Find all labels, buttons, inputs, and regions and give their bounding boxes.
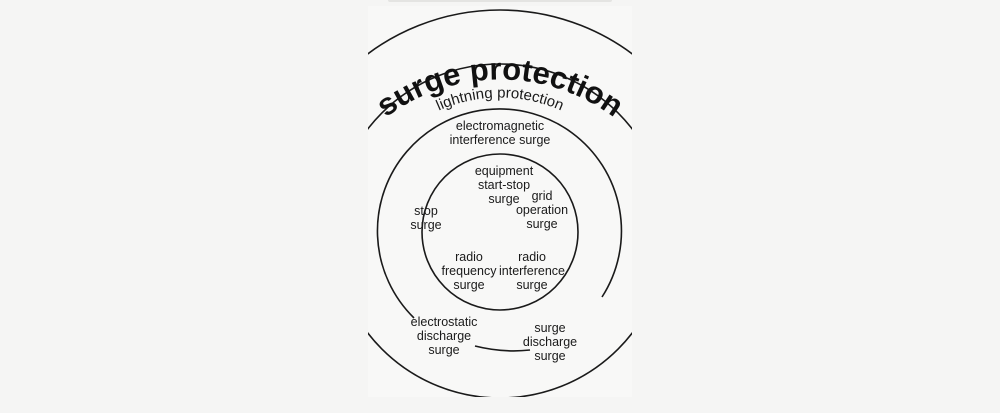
emi-ring-bottom-segment (474, 345, 531, 352)
concentric-rings: surge protection lightning protection (368, 9, 632, 397)
lightning-ring (368, 63, 632, 397)
outer-ring (368, 9, 632, 55)
diagram-card: surge protection lightning protection el… (368, 6, 632, 397)
emi-ring (376, 108, 623, 319)
radio-frequency-label: radio frequency surge (441, 250, 497, 292)
surge-discharge-label: surge discharge surge (522, 321, 578, 363)
grid-operation-label: grid operation surge (515, 189, 569, 231)
stop-surge-label: stop surge (410, 204, 442, 232)
radio-interference-label: radio interference surge (498, 250, 566, 292)
top-edge-bar (388, 0, 612, 2)
equipment-start-stop-label: equipment start-stop surge (474, 164, 534, 206)
emi-surge-label: electromagnetic interference surge (449, 119, 551, 147)
electrostatic-discharge-label: electrostatic discharge surge (410, 315, 478, 357)
inner-ring (421, 153, 579, 311)
